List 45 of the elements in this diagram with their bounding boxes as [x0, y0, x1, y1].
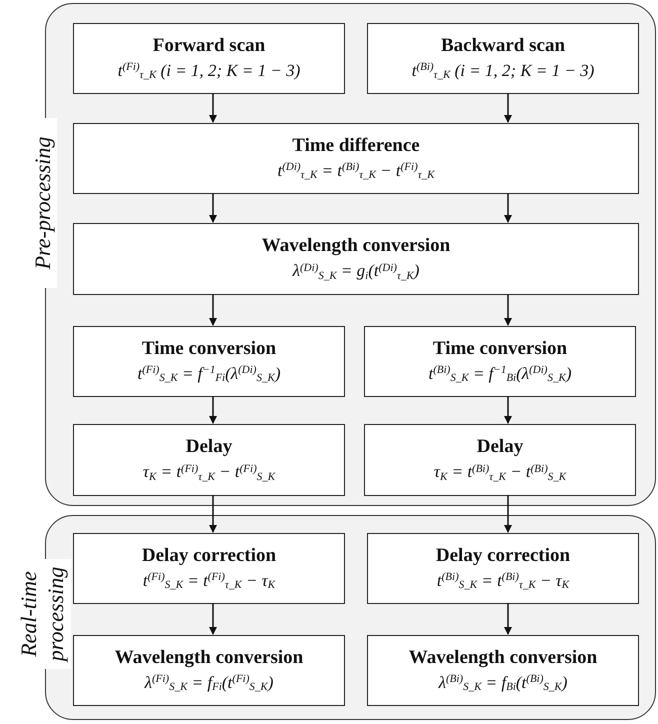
process-box — [73, 23, 345, 94]
arrow — [504, 93, 512, 123]
box-title: Time conversion — [432, 336, 568, 360]
process-box — [73, 326, 345, 397]
formula-text: t$^{(Bi)}$$_{τ_K}$ (i = 1, 2; K = 1 − 3) — [412, 60, 594, 84]
arrow — [209, 603, 217, 635]
box-title: Wavelength conversion — [408, 646, 598, 670]
process-box — [73, 123, 639, 194]
box-title: Wavelength conversion — [114, 646, 304, 670]
box-title: Time difference — [292, 134, 420, 158]
box-title: Delay correction — [142, 544, 276, 568]
process-box — [73, 424, 345, 496]
process-box — [73, 635, 345, 706]
box-title: Delay correction — [436, 544, 570, 568]
formula-text: t$^{(Fi)}$$_{τ_K}$ (i = 1, 2; K = 1 − 3) — [118, 60, 300, 84]
formula-text: λ$^{(Di)}$$_{S_K}$ = g$_{i}$(t$^{(Di)}$$_{τ_K}$) — [292, 260, 420, 284]
arrow — [209, 495, 217, 533]
arrow — [504, 396, 512, 424]
process-box — [367, 533, 639, 604]
arrow — [209, 193, 217, 223]
box-title: Delay — [186, 435, 232, 459]
box-title: Forward scan — [152, 34, 266, 58]
formula-text: t$^{(Fi)}$$_{S_K}$ = f$^{−1}$$_{Fi}$(λ$^{(Di)}$$_{S_K}$) — [138, 362, 280, 386]
process-box — [367, 635, 639, 706]
process-box — [367, 23, 639, 94]
formula-text: t$^{(Bi)}$$_{S_K}$ = t$^{(Bi)}$$_{τ_K}$ − τ$_{K}$ — [436, 570, 570, 594]
arrow — [209, 93, 217, 123]
formula-text: λ$^{(Bi)}$$_{S_K}$ = f$_{Bi}$(t$^{(Bi)}$$_{S_K}$) — [438, 672, 568, 696]
arrow — [504, 193, 512, 223]
box-title: Backward scan — [440, 34, 566, 58]
process-box — [364, 424, 636, 496]
process-box — [364, 326, 636, 397]
box-title: Time conversion — [142, 336, 276, 360]
box-title: Delay — [476, 435, 524, 459]
process-box — [73, 223, 639, 295]
arrow — [504, 294, 512, 326]
formula-text: λ$^{(Fi)}$$_{S_K}$ = f$_{Fi}$(t$^{(Fi)}$$_{S_K}$) — [144, 672, 274, 696]
formula-text: t$^{(Fi)}$$_{S_K}$ = t$^{(Fi)}$$_{τ_K}$ − τ$_{K}$ — [142, 570, 276, 594]
arrow — [504, 603, 512, 635]
arrow — [504, 495, 512, 533]
arrow — [209, 396, 217, 424]
box-title: Wavelength conversion — [262, 234, 450, 258]
formula-text: t$^{(Bi)}$$_{S_K}$ = f$^{−1}$$_{Bi}$(λ$^{(Di)}$$_{S_K}$) — [428, 362, 572, 386]
process-box — [73, 533, 345, 604]
arrow — [209, 294, 217, 326]
